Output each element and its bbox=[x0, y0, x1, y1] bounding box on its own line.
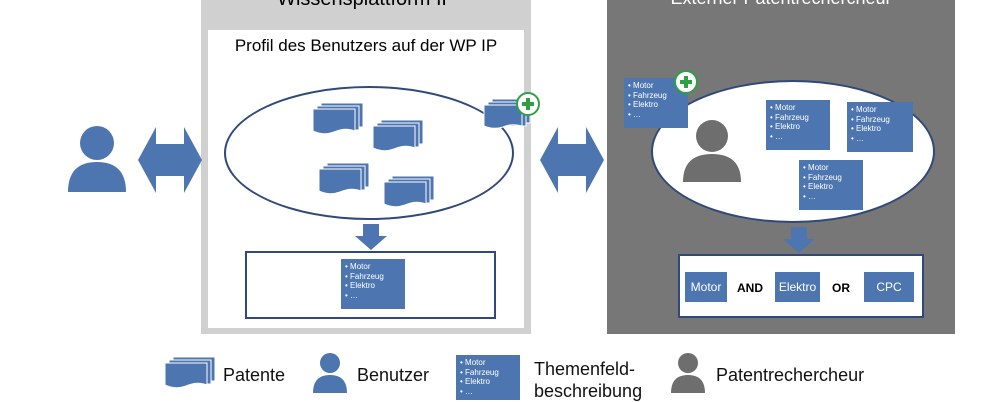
query-operator-or: OR bbox=[832, 281, 850, 295]
down-arrow-icon bbox=[783, 227, 815, 253]
topic-item: Motor bbox=[460, 358, 516, 368]
legend-patents-label: Patente bbox=[223, 365, 286, 385]
topic-item: Fahrzeug bbox=[460, 368, 516, 378]
patent-stack-icon bbox=[372, 119, 424, 152]
researcher-icon bbox=[683, 120, 741, 182]
topic-item: Elektro bbox=[628, 100, 684, 110]
patent-stack-icon bbox=[383, 175, 435, 208]
topic-item: … bbox=[345, 291, 401, 301]
topic-description: Motor Fahrzeug Elektro … bbox=[847, 102, 913, 152]
topic-item: Elektro bbox=[851, 124, 909, 134]
query-operator-and: AND bbox=[737, 281, 763, 295]
legend-topic-line1: Themenfeld- bbox=[534, 359, 636, 379]
topic-description: Motor Fahrzeug Elektro … bbox=[341, 259, 405, 309]
plus-icon bbox=[674, 70, 698, 94]
patent-stack-icon bbox=[318, 162, 370, 195]
legend-patents-icon bbox=[164, 356, 216, 389]
user-icon bbox=[68, 126, 126, 192]
topic-item: Elektro bbox=[770, 122, 826, 132]
topic-item: Fahrzeug bbox=[345, 272, 401, 282]
topic-description: Motor Fahrzeug Elektro … bbox=[766, 100, 830, 150]
legend-user-icon bbox=[313, 353, 347, 393]
legend-topic-line2: beschreibung bbox=[534, 381, 643, 401]
legend-researcher-icon bbox=[671, 353, 705, 393]
topic-item: Elektro bbox=[803, 182, 859, 192]
platform-title: Wissensplattform IP bbox=[201, 0, 531, 11]
topic-item: … bbox=[770, 132, 826, 142]
legend-user-label: Benutzer bbox=[357, 365, 430, 385]
legend-topic-icon: Motor Fahrzeug Elektro … bbox=[456, 355, 520, 400]
topic-item: Motor bbox=[628, 81, 684, 91]
double-arrow-left-icon bbox=[138, 127, 202, 193]
topic-item: … bbox=[460, 387, 516, 397]
topic-item: … bbox=[628, 110, 684, 120]
topic-item: Fahrzeug bbox=[851, 115, 909, 125]
query-term-elektro: Elektro bbox=[775, 272, 820, 302]
down-arrow-icon bbox=[355, 224, 387, 250]
double-arrow-right-icon bbox=[540, 127, 604, 193]
topic-item: Elektro bbox=[460, 377, 516, 387]
query-term-cpc: CPC bbox=[864, 272, 914, 302]
query-term-motor: Motor bbox=[685, 272, 727, 302]
topic-item: Elektro bbox=[345, 281, 401, 291]
legend-topic-label: Themenfeld- beschreibung bbox=[534, 358, 642, 402]
topic-item: Fahrzeug bbox=[628, 91, 684, 101]
topic-item: Motor bbox=[770, 103, 826, 113]
profile-ellipse bbox=[224, 86, 514, 220]
topic-description: Motor Fahrzeug Elektro … bbox=[624, 78, 688, 128]
topic-item: Fahrzeug bbox=[803, 173, 859, 183]
legend-researcher-label: Patentrechercheur bbox=[716, 365, 865, 385]
topic-item: Fahrzeug bbox=[770, 113, 826, 123]
topic-item: … bbox=[803, 192, 859, 202]
topic-item: Motor bbox=[803, 163, 859, 173]
topic-item: Motor bbox=[345, 262, 401, 272]
topic-description: Motor Fahrzeug Elektro … bbox=[799, 160, 863, 210]
profile-title: Profil des Benutzers auf der WP IP bbox=[234, 36, 498, 55]
patent-stack-icon bbox=[312, 102, 364, 135]
researcher-title: Externer Patentrechercheur bbox=[607, 0, 955, 9]
patent-stack-add-icon bbox=[483, 92, 540, 129]
topic-item: … bbox=[851, 134, 909, 144]
topic-item: Motor bbox=[851, 105, 909, 115]
